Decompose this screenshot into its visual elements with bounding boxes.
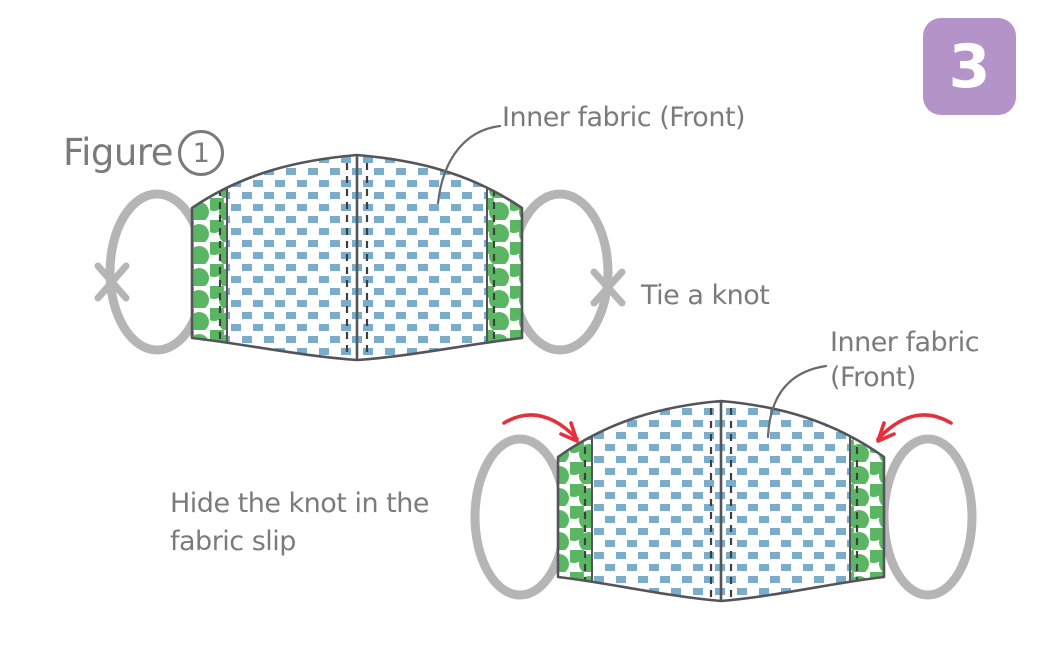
mask-diagram-bottom [470, 364, 977, 603]
ear-loop-left [94, 189, 209, 355]
fabric-slip-right [487, 190, 522, 355]
annotation-hide-knot-line2: fabric slip [170, 526, 296, 557]
knot-x-right [590, 268, 626, 307]
annotation-inner-fabric-bottom: Inner fabric (Front) [830, 325, 980, 395]
mask-outline [190, 153, 524, 362]
annotation-inner-fabric-bottom-line1: Inner fabric [830, 327, 980, 358]
annotation-tie-a-knot: Tie a knot [641, 280, 770, 311]
ear-loop-right-2 [879, 434, 977, 600]
annotation-hide-knot: Hide the knot in the fabric slip [170, 485, 429, 561]
fabric-slip-right-2 [850, 435, 884, 601]
mask-outline-2 [556, 399, 886, 603]
annotation-inner-fabric-bottom-line2: (Front) [830, 362, 916, 393]
annotation-hide-knot-line1: Hide the knot in the [170, 488, 429, 519]
fabric-slip-left-2 [558, 435, 592, 601]
ear-loop-left-2 [470, 434, 570, 600]
figure-title-text: Figure [63, 130, 173, 174]
leader-line-inner-fabric-bottom [766, 364, 828, 439]
fabric-slip-left [192, 190, 227, 355]
annotation-inner-fabric-top: Inner fabric (Front) [502, 102, 746, 133]
tuck-arrow-left-icon [502, 413, 579, 443]
leader-line-inner-fabric-top [436, 124, 502, 205]
tuck-arrow-right-icon [876, 413, 953, 443]
ear-loop-right [507, 189, 626, 355]
knot-x-left [94, 262, 130, 302]
step-number-badge: 3 [923, 18, 1016, 115]
figure-title: Figure 1 [63, 128, 224, 176]
figure-number-circled: 1 [177, 130, 224, 176]
mask-diagram-top [94, 124, 626, 362]
